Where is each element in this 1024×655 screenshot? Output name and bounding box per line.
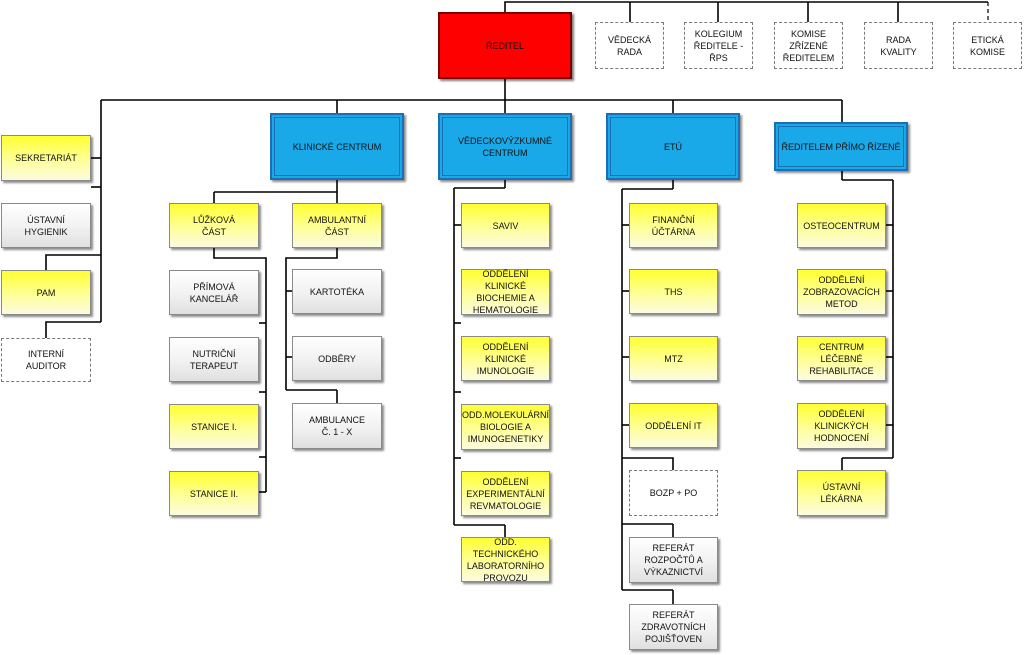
staff-interni-auditor: INTERNÍ AUDITOR [1, 338, 91, 382]
unit-ambulantni-cast: AMBULANTNÍ ČÁST [292, 203, 382, 248]
unit-saviv: SAVIV [461, 203, 550, 248]
center-reditelem-primo-rizene: ŘEDITELEM PŘÍMO ŘÍZENÉ [774, 122, 908, 171]
connector-staff-3 [45, 254, 101, 270]
staff-ustavni-hygienik: ÚSTAVNÍ HYGIENIK [1, 203, 91, 248]
connector-staff-4 [45, 321, 101, 338]
unit-kartoteka: KARTOTÉKA [292, 269, 382, 314]
unit-oddeleni-it: ODDĚLENÍ IT [629, 403, 718, 448]
unit-stanice-1: STANICE I. [169, 404, 259, 449]
unit-financni-uctarna: FINANČNÍ ÚČTÁRNA [629, 203, 718, 248]
unit-oddeleni-klinicke-biochemie: ODDĚLENÍ KLINICKÉ BIOCHEMIE A HEMATOLOGI… [461, 269, 550, 315]
unit-odd-molekularni-biologie: ODD.MOLEKULÁRNÍ BIOLOGIE A IMUNOGENETIKY [461, 404, 550, 450]
connector-advisory [504, 1, 988, 12]
unit-luzkova-cast: LŮŽKOVÁ ČÁST [169, 203, 259, 248]
unit-ambulance: AMBULANCE Č. 1 - X [292, 403, 382, 449]
advisory-komise: KOMISE ZŘÍZENÉ ŘEDITELEM [774, 22, 843, 69]
unit-oddeleni-klinicke-imunologie: ODDĚLENÍ KLINICKÉ IMUNOLOGIE [461, 336, 550, 381]
center-vedeckovyzkumne: VĚDECKOVÝZKUMNÉ CENTRUM [438, 113, 572, 180]
center-etu: ETÚ [606, 113, 740, 180]
unit-odd-technickeho-provozu: ODD. TECHNICKÉHO LABORATORNÍHO PROVOZU [461, 537, 550, 583]
center-klinicke-centrum: KLINICKÉ CENTRUM [270, 113, 404, 180]
unit-oddeleni-experimentalni-revmatologie: ODDĚLENÍ EXPERIMENTÁLNÍ REVMATOLOGIE [461, 471, 550, 516]
director-box: ŘEDITEL [438, 12, 572, 79]
staff-pam: PAM [1, 270, 91, 315]
unit-referat-rozpoctu: REFERÁT ROZPOČTŮ A VÝKAZNICTVÍ [629, 537, 718, 583]
connector-ambulantni [285, 248, 338, 390]
connector-etu-5 [622, 457, 674, 470]
unit-odbery: ODBĚRY [292, 336, 382, 381]
unit-bozp-po: BOZP + PO [629, 470, 718, 516]
unit-osteocentrum: OSTEOCENTRUM [797, 203, 886, 248]
unit-centrum-lecebne-rehabilitace: CENTRUM LÉČEBNÉ REHABILITACE [797, 336, 886, 381]
unit-oddeleni-zobrazovacich-metod: ODDĚLENÍ ZOBRAZOVACÍCH METOD [797, 269, 886, 315]
staff-sekretariat: SEKRETARIÁT [1, 135, 91, 181]
advisory-rada-kvality: RADA KVALITY [864, 22, 933, 69]
unit-mtz: MTZ [629, 336, 718, 381]
unit-ustavni-lekarna: ÚSTAVNÍ LÉKÁRNA [797, 470, 886, 516]
director-label: ŘEDITEL [485, 40, 524, 51]
unit-stanice-2: STANICE II. [169, 471, 259, 516]
advisory-vedecka-rada: VĚDECKÁ RADA [595, 22, 664, 69]
unit-nutricni-terapeut: NUTRIČNÍ TERAPEUT [169, 337, 259, 382]
unit-referat-pojistoven: REFERÁT ZDRAVOTNÍCH POJIŠŤOVEN [629, 604, 718, 650]
advisory-eticka-komise: ETICKÁ KOMISE [953, 22, 1022, 69]
unit-primova-kancelar: PŘÍMOVÁ KANCELÁŘ [169, 270, 259, 315]
connector-luzkova [213, 248, 267, 492]
unit-ths: THS [629, 269, 718, 314]
unit-oddeleni-klinickych-hodnoceni: ODDĚLENÍ KLINICKÝCH HODNOCENÍ [797, 403, 886, 449]
advisory-kolegium: KOLEGIUM ŘEDITELE - ŘPS [684, 22, 753, 69]
